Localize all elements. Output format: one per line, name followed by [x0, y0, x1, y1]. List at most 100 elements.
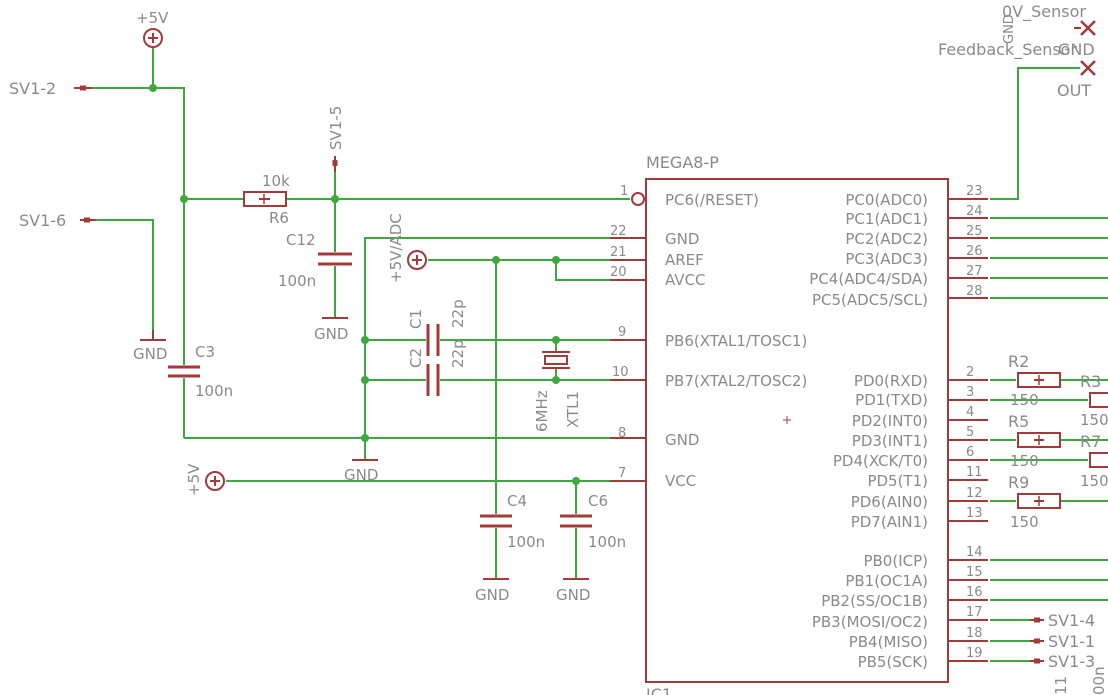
ic-value: MEGA8-P [646, 153, 719, 172]
pin-name-pc1: PC1(ADC1) [845, 210, 928, 228]
connector-sv1-3: SV1-3 [1030, 652, 1095, 671]
label-r9-value: 150 [1010, 513, 1039, 531]
supply-5v-left: +5V [185, 463, 225, 496]
label-gnd-c12: GND [314, 325, 348, 343]
pin-num-1: 1 [620, 184, 628, 199]
label-sv1-6: SV1-6 [19, 211, 66, 230]
crystal-xtl1: 6MHz XTL1 [533, 351, 582, 432]
pin-num-20: 20 [610, 265, 627, 280]
pin-name-pc0: PC0(ADC0) [845, 191, 928, 209]
pin-num-14: 14 [966, 545, 983, 560]
label-sv1-1: SV1-1 [1048, 632, 1095, 651]
pin-name-pb2: PB2(SS/OC1B) [821, 592, 928, 610]
ic-name: IC1 [646, 685, 672, 695]
pin-name-vcc: VCC [665, 472, 696, 490]
pin-name-pb3: PB3(MOSI/OC2) [812, 613, 928, 631]
ic-mega8: MEGA8-P IC1 PC6(/RESE [610, 153, 988, 695]
label-r6-name: R6 [269, 209, 289, 227]
label-r2: R2 [1008, 352, 1029, 371]
junctions [149, 84, 580, 485]
pin-num-28: 28 [966, 284, 983, 299]
pin-num-18: 18 [966, 626, 983, 641]
label-c4-value: 100n [507, 533, 545, 551]
label-c12-value: 100n [278, 272, 316, 290]
connector-sv1-6: SV1-6 [19, 211, 96, 230]
pin-num-27: 27 [966, 264, 983, 279]
pin-num-9: 9 [618, 325, 626, 340]
pin-name-pc4: PC4(ADC4/SDA) [809, 270, 928, 288]
label-cut-11: 11 [1052, 676, 1070, 695]
label-sv1-3: SV1-3 [1048, 652, 1095, 671]
pin-num-24: 24 [966, 204, 983, 219]
pin-num-17: 17 [966, 605, 983, 620]
resistor-r6: 10k R6 [243, 172, 290, 227]
label-sv1-5: SV1-5 [327, 106, 345, 150]
pin-name-pc3: PC3(ADC3) [845, 250, 928, 268]
pin-name-pd6: PD6(AIN0) [851, 493, 928, 511]
label-c4-name: C4 [507, 492, 527, 510]
pin-num-13: 13 [966, 506, 983, 521]
pin-num-8: 8 [618, 426, 626, 441]
pin-num-4: 4 [966, 405, 974, 420]
supply-5v-top: +5V [136, 9, 169, 48]
pin-num-10: 10 [612, 365, 629, 380]
label-c1-name: C1 [407, 309, 425, 329]
label-r2-value: 150 [1010, 391, 1039, 409]
close-icon-1 [1080, 20, 1096, 36]
label-gnd-rot: GND [1002, 14, 1017, 44]
label-xtal-value: 6MHz [533, 390, 551, 432]
pin-name-pd7: PD7(AIN1) [851, 513, 928, 531]
pin-num-25: 25 [966, 224, 983, 239]
label-c2-name: C2 [407, 348, 425, 368]
supply-5v-adc: +5V/ADC [387, 213, 427, 283]
sensor-connector: 0V_Sensor Feedback_Sensor GND GND OUT [938, 2, 1096, 100]
pin-num-26: 26 [966, 244, 983, 259]
label-r3: R3 [1080, 372, 1101, 391]
connector-sv1-2: SV1-2 [9, 79, 92, 98]
label-c6-value: 100n [588, 533, 626, 551]
capacitor-c4: C4 100n GND [475, 492, 545, 604]
connector-sv1-4: SV1-4 [1030, 611, 1095, 630]
pin-name-pd4: PD4(XCK/T0) [833, 452, 928, 470]
pin-name-gnd8: GND [665, 431, 699, 449]
label-feedback-sensor: Feedback_Sensor [938, 40, 1077, 60]
pin-name-aref: AREF [665, 251, 704, 269]
pin-name-pb5: PB5(SCK) [858, 653, 928, 671]
capacitor-c2: C2 22p [407, 339, 467, 396]
pin-num-19: 19 [966, 646, 983, 661]
pin-num-5: 5 [966, 425, 974, 440]
label-gnd-conn: GND [1058, 40, 1095, 59]
connector-sv1-1: SV1-1 [1030, 632, 1095, 651]
label-c3-name: C3 [195, 343, 215, 361]
label-5v-adc: +5V/ADC [387, 213, 405, 283]
resistor-r2: R2 150 [1008, 352, 1061, 409]
pin-num-11: 11 [966, 465, 983, 480]
pin-name-pb1: PB1(OC1A) [845, 572, 928, 590]
label-gnd-c6: GND [556, 586, 590, 604]
connector-sv1-5: SV1-5 [327, 106, 345, 172]
capacitor-c6: C6 100n GND [556, 492, 626, 604]
pin-num-6: 6 [966, 445, 974, 460]
pin-num-21: 21 [610, 245, 627, 260]
label-5v-left: +5V [185, 463, 203, 496]
pin-num-22: 22 [610, 224, 627, 239]
ground-mid: GND [344, 459, 378, 484]
pin-name-pb6: PB6(XTAL1/TOSC1) [665, 332, 807, 350]
capacitor-c12: C12 100n [278, 231, 352, 290]
label-r9: R9 [1008, 473, 1029, 492]
label-c1-value: 22p [449, 299, 467, 328]
pin-num-7: 7 [618, 466, 626, 481]
label-c12-name: C12 [286, 231, 316, 249]
pin-name-pd5: PD5(T1) [867, 472, 928, 490]
label-gnd-c4: GND [475, 586, 509, 604]
label-cut-00n: 00n [1090, 666, 1108, 695]
pin-num-12: 12 [966, 486, 983, 501]
label-c6-name: C6 [588, 492, 608, 510]
pin-name-gnd22: GND [665, 230, 699, 248]
pin-name-pc2: PC2(ADC2) [845, 230, 928, 248]
wires [92, 48, 1108, 662]
pin-name-pd1: PD1(TXD) [855, 391, 928, 409]
resistor-r5: R5 150 [1008, 412, 1061, 470]
pin-name-pb7: PB7(XTAL2/TOSC2) [665, 372, 807, 390]
